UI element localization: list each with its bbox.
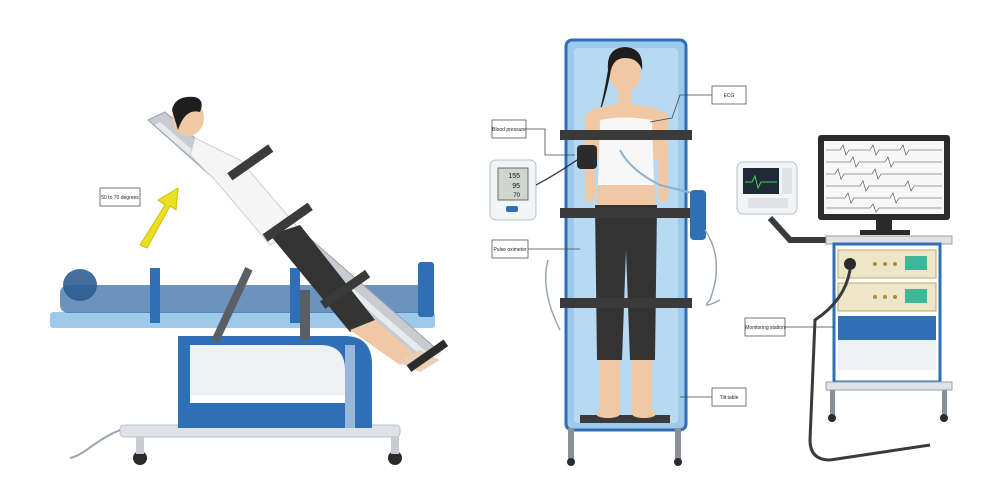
monitoring-station-callout: Monitoring station: [745, 325, 785, 331]
upright-table-scene: 155 95 70 Blood pressure Pulse oximeter …: [490, 40, 746, 466]
upright-strap: [560, 208, 692, 218]
bp-reading-pulse: 70: [513, 193, 520, 199]
left-tilt-table-scene: 50 to 70 degrees: [50, 97, 448, 465]
power-cable: [70, 430, 120, 458]
upright-strap: [560, 130, 692, 140]
upright-footplate: [580, 415, 670, 423]
flat-patient-head: [63, 269, 97, 301]
bp-reading-systolic: 155: [508, 173, 520, 180]
tilt-table-callout: Tilt table: [720, 395, 739, 401]
bp-reading-diastolic: 95: [512, 183, 520, 190]
blood-pressure-callout: Blood pressure: [492, 127, 526, 133]
upright-strap: [560, 298, 692, 308]
tilt-angle-label: 50 to 70 degrees: [101, 195, 139, 201]
monitoring-station-scene: Monitoring station: [737, 135, 952, 460]
ecg-callout: ECG: [724, 93, 735, 99]
tilt-arrow: [140, 188, 178, 248]
pulse-oximeter-callout: Pulse oximeter: [493, 247, 526, 253]
